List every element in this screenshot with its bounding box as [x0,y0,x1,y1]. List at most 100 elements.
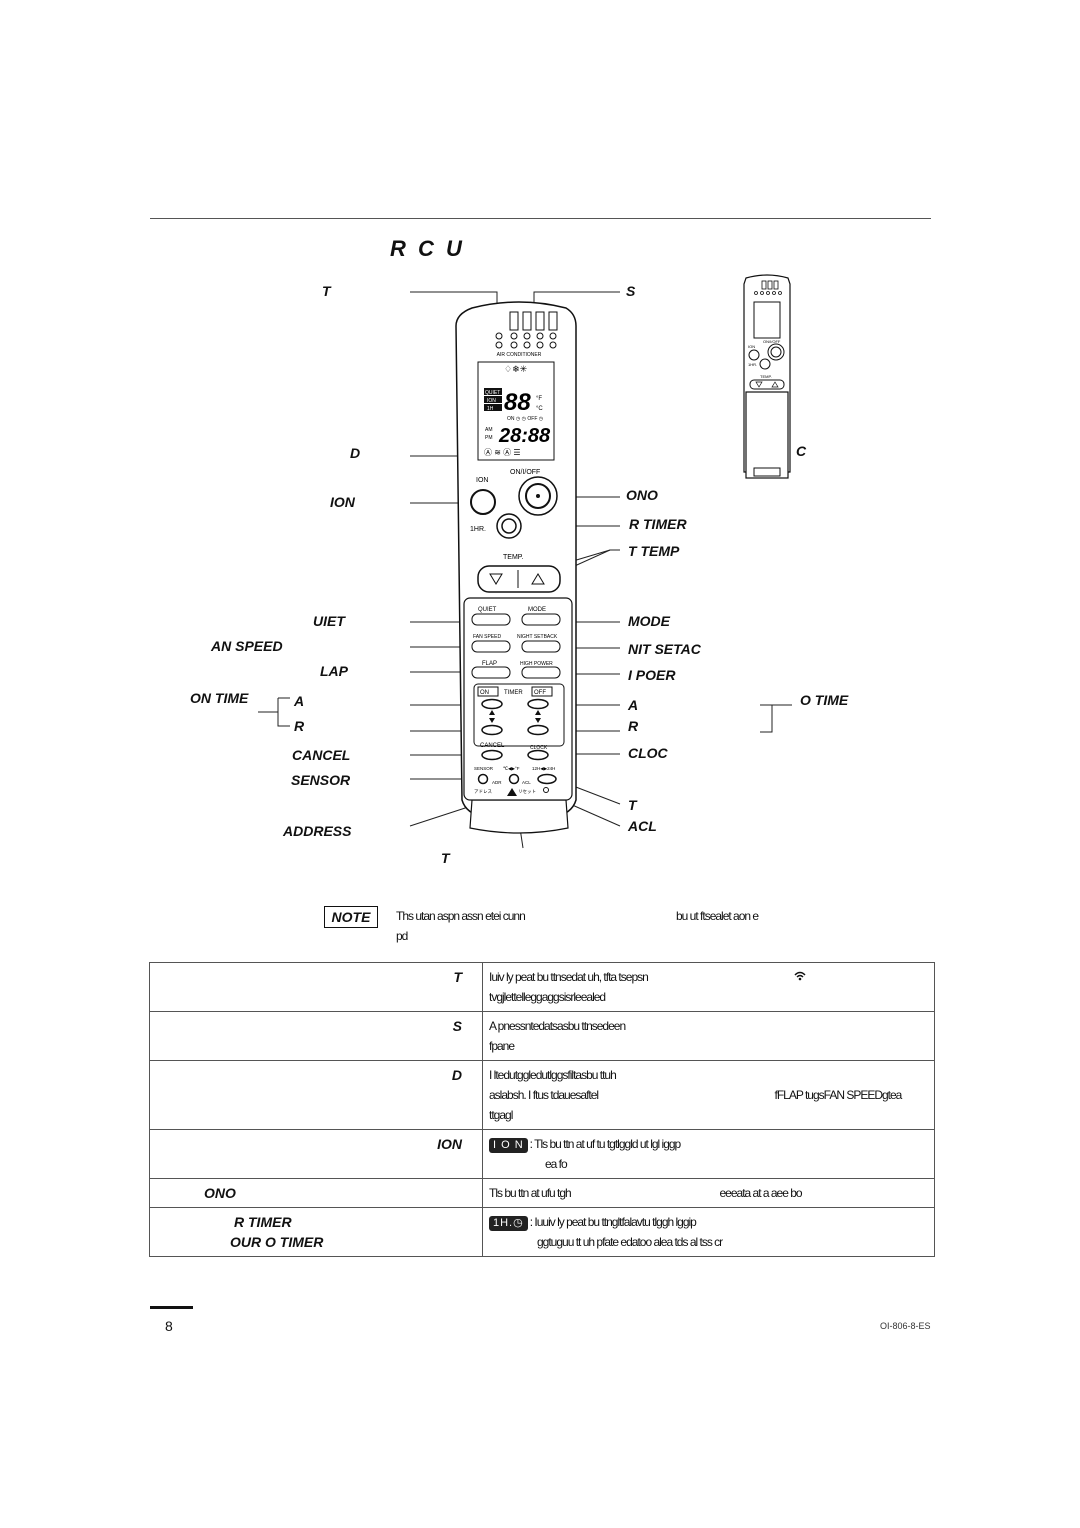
one-hr-badge-icon: 1H.◷ [489,1216,528,1231]
label-quiet: UIET [313,613,345,629]
svg-text:OFF: OFF [534,690,546,696]
svg-text:1HR.: 1HR. [470,526,486,533]
svg-text:ION: ION [748,344,755,349]
svg-text:ADR: ADR [492,780,502,785]
svg-text:Ⓐ ≋ Ⓐ ☰: Ⓐ ≋ Ⓐ ☰ [484,448,521,457]
row-key: D [149,1060,483,1130]
sensor-button[interactable] [477,773,489,785]
label-on-time: ON TIME [190,690,249,706]
on-timer-reverse-button[interactable] [481,724,503,736]
svg-text:88: 88 [504,389,531,416]
acl-reset-button[interactable] [543,787,549,793]
mode-button[interactable] [521,613,561,626]
svg-text:ON: ON [480,690,489,696]
ion-badge-icon: I O N [489,1138,528,1153]
remote-control: AIR CONDITIONER ♢❄✳ QUIET ION 1H 88 °F °… [455,301,577,834]
clock-format-button[interactable] [537,773,557,785]
label-mode: MODE [628,613,670,629]
svg-text:NIGHT SETBACK: NIGHT SETBACK [517,634,558,640]
svg-text:QUIET: QUIET [478,607,497,613]
row-key: S [149,1011,483,1061]
note-line-2: pd [396,929,408,943]
svg-text:TEMP.: TEMP. [503,554,524,561]
night-setback-button[interactable] [521,640,561,653]
label-on-reverse: R [294,718,305,734]
svg-text:1HR.: 1HR. [748,362,757,367]
note-line-1b: bu ut ftsealet aon e [676,909,759,923]
svg-text:FAN SPEED: FAN SPEED [473,634,501,640]
svg-text:HIGH POWER: HIGH POWER [520,661,553,667]
label-clock: CLOC [628,745,668,761]
table-row: S A pnessntedatsasbu ttnsedeen fpane [149,1011,935,1061]
page-title: R C U [390,236,465,261]
label-on-off: ONO [626,487,658,503]
svg-text:ION: ION [476,477,488,484]
label-sensor: SENSOR [291,772,351,788]
svg-text:TEMP.: TEMP. [760,374,772,379]
row-desc: I ltedutggledutlggsfiltasbu ttuh aslabsh… [482,1060,935,1130]
row-key: ONO [149,1178,483,1208]
off-timer-reverse-button[interactable] [527,724,549,736]
temp-rocker[interactable] [477,565,561,593]
table-row: D I ltedutggledutlggsfiltasbu ttuh aslab… [149,1060,935,1130]
svg-text:ON/I/OFF: ON/I/OFF [763,339,781,344]
off-timer-advance-button[interactable] [527,698,549,710]
quiet-button[interactable] [471,613,511,626]
note-text: Ths utan aspn assn etei cunn bu ut ftsea… [396,906,759,946]
note-label: NOTE [324,906,378,928]
clock-button[interactable] [527,749,549,761]
row-desc: Iuiv ly peat bu ttnsedat uh, tfta tsepsn… [482,962,935,1012]
label-night-setback: NIT SETAC [628,641,701,657]
svg-text:ON/I/OFF: ON/I/OFF [510,469,540,476]
svg-text:°C: °C [536,406,543,412]
label-cancel: CANCEL [292,747,351,763]
row-key: T [149,962,483,1012]
label-address: ADDRESS [283,823,352,839]
label-off-advance: A [628,697,639,713]
table-row: ION I O N: Tls bu ttn at uf tu tgtlggld … [149,1129,935,1179]
row-desc: A pnessntedatsasbu ttnsedeen fpane [482,1011,935,1061]
row-desc: Tls bu ttn at ufu tgh eeeata at a aee bo [482,1178,935,1208]
svg-text:AM: AM [485,427,493,433]
label-bottom-t: T [441,850,450,866]
svg-text:PM: PM [485,435,493,441]
signal-icon [794,967,806,987]
small-remote: ION ON/I/OFF 1HR. TEMP. [743,274,791,479]
svg-text:SENSOR: SENSOR [474,766,494,771]
label-cover: C [796,443,807,459]
label-transmitter: T [322,283,331,299]
svg-text:アドレス: アドレス [474,789,492,795]
label-flap: LAP [320,663,348,679]
table-row: T Iuiv ly peat bu ttnsedat uh, tfta tsep… [149,962,935,1012]
signal-windows [509,311,558,331]
svg-text:リセット: リセット [518,789,536,794]
svg-text:℃◀▶°F: ℃◀▶°F [503,766,520,771]
svg-text:ACL: ACL [522,780,531,785]
label-high-power: I POER [628,667,676,683]
row-key: R TIMER OUR O TIMER [149,1207,483,1257]
brand-text: AIR CONDITIONER [497,352,542,358]
high-power-button[interactable] [521,666,561,679]
document-code: OI-806-8-ES [880,1321,931,1331]
fan-speed-button[interactable] [471,640,511,653]
svg-text:QUIET: QUIET [485,390,500,396]
label-fan-speed: AN SPEED [211,638,283,654]
table-row: R TIMER OUR O TIMER 1H.◷: Iuuiv ly peat … [149,1207,935,1257]
page-number: 8 [165,1318,173,1334]
label-off-time: O TIME [800,692,849,708]
on-timer-advance-button[interactable] [481,698,503,710]
svg-text:°F: °F [536,396,542,402]
svg-text:♢❄✳: ♢❄✳ [504,364,528,374]
label-acl: ACL [628,818,657,834]
temp-unit-button[interactable] [508,773,520,785]
note-line-1a: Ths utan aspn assn etei cunn [396,909,526,923]
label-signal: S [626,283,636,299]
flap-button[interactable] [471,666,511,679]
label-off-reverse: R [628,718,639,734]
row-desc: 1H.◷: Iuuiv ly peat bu ttngltfalavtu tlg… [482,1207,935,1257]
label-right-t: T [628,797,637,813]
indicator-dots [495,332,557,349]
label-temp: T TEMP [628,543,680,559]
ion-button[interactable] [470,489,496,515]
cancel-button[interactable] [481,749,503,761]
